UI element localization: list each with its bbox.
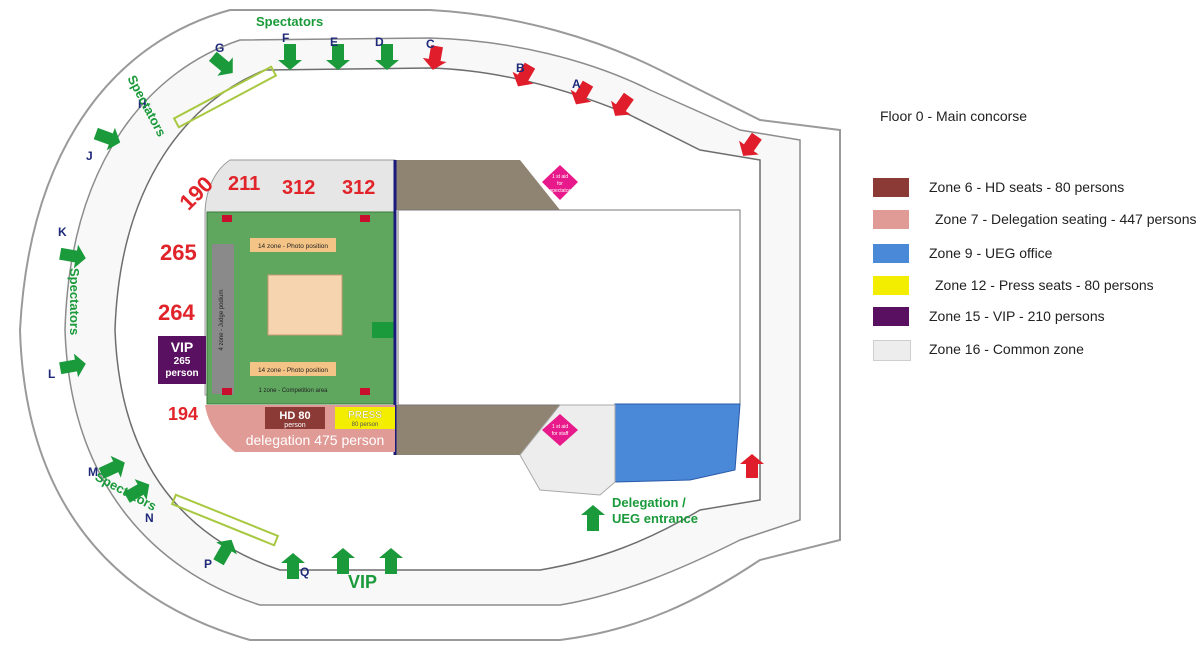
camera-icon <box>222 215 370 395</box>
judge-label: 4 zone - Judge podium <box>219 289 225 350</box>
delegation-entrance-line2: UEG entrance <box>612 511 698 526</box>
legend-swatch <box>873 244 909 263</box>
legend-label: Zone 12 - Press seats - 80 persons <box>935 277 1154 293</box>
entrance-E: E <box>330 35 338 49</box>
entrance-N: N <box>145 511 154 525</box>
red-arrows <box>422 45 764 478</box>
hd-sub: person <box>284 422 306 429</box>
press-sub: 80 person <box>352 422 379 428</box>
legend-label: Zone 7 - Delegation seating - 447 person… <box>935 211 1197 227</box>
barrier-bottom <box>170 493 280 547</box>
hd-box <box>265 407 325 429</box>
section-265: 265 <box>160 240 197 265</box>
delegation-label: delegation 475 person <box>246 432 385 448</box>
hd-title: HD 80 <box>279 410 310 422</box>
section-264: 264 <box>158 300 195 325</box>
first-aid-spectator-line1: 1 st aid <box>552 174 568 180</box>
legend-label: Zone 16 - Common zone <box>929 341 1084 357</box>
legend-item-zone15: Zone 15 - VIP - 210 persons <box>873 307 1200 327</box>
barrier-top <box>172 65 278 129</box>
section-211: 211 <box>228 173 260 195</box>
floor-mat <box>267 274 343 336</box>
entrance-A: A <box>572 77 581 91</box>
vip-box <box>158 336 206 384</box>
photo-position-label-top: 14 zone - Photo position <box>258 243 328 250</box>
common-zone <box>519 404 616 496</box>
section-194: 194 <box>168 404 198 424</box>
section-312-a: 312 <box>282 177 315 199</box>
legend-swatch <box>873 340 911 361</box>
press-title: PRESS <box>348 410 382 421</box>
entrance-D: D <box>375 35 384 49</box>
vip-entrance-label: VIP <box>348 572 377 592</box>
entrance-F: F <box>282 31 289 45</box>
entrance-H: H <box>138 97 147 111</box>
spectators-left: Spectators <box>67 268 82 335</box>
section-312-b: 312 <box>342 177 375 199</box>
entrance-M: M <box>88 465 98 479</box>
legend-item-zone16: Zone 16 - Common zone <box>873 340 1200 361</box>
photo-position-top <box>250 238 336 252</box>
open-floor <box>397 209 741 406</box>
entrance-P: P <box>204 557 212 571</box>
first-aid-staff-icon <box>542 414 578 446</box>
entrance-Q: Q <box>300 565 309 579</box>
first-aid-spectator-line3: spectator <box>550 188 571 194</box>
legend-swatch <box>873 178 909 197</box>
tribune-bottom <box>395 405 560 455</box>
entrance-G: G <box>215 41 224 55</box>
ueg-office <box>614 403 741 483</box>
vip-title: VIP <box>171 339 194 355</box>
spectators-top: Spectators <box>256 14 323 29</box>
legend-swatch <box>873 210 909 229</box>
entrance-J: J <box>86 149 93 163</box>
entrance-letters: A B C D E F G H J K L M N P Q <box>48 31 581 579</box>
green-arrows <box>59 44 605 579</box>
legend-label: Zone 6 - HD seats - 80 persons <box>929 179 1125 195</box>
legend-title: Floor 0 - Main concorse <box>880 108 1028 124</box>
legend: Floor 0 - Main concorse Zone 6 - HD seat… <box>864 0 1200 652</box>
entrance-K: K <box>58 225 67 239</box>
legend-label: Zone 9 - UEG office <box>929 245 1053 261</box>
vip-line1: 265 <box>174 356 191 367</box>
photo-position-label-bottom: 14 zone - Photo position <box>258 367 328 374</box>
photo-position-bottom <box>250 362 336 376</box>
legend-item-zone7: Zone 7 - Delegation seating - 447 person… <box>873 210 1200 230</box>
competition-label: 1 zone - Competition area <box>258 388 328 394</box>
entrance-L: L <box>48 367 55 381</box>
delegation-entrance-line1: Delegation / <box>612 495 686 510</box>
first-aid-spectator-line2: for <box>557 181 563 187</box>
arena-floor-plan: 4 zone - Judge podium 14 zone - Photo po… <box>18 9 841 641</box>
first-aid-staff-line1: 1 st aid <box>552 424 568 430</box>
legend-swatch <box>873 276 909 295</box>
entrance-B: B <box>516 61 525 75</box>
legend-item-zone9: Zone 9 - UEG office <box>873 244 1200 264</box>
judge-podium <box>212 244 234 394</box>
legend-label: Zone 15 - VIP - 210 persons <box>929 308 1105 324</box>
legend-swatch <box>873 307 909 326</box>
green-marker <box>372 322 394 338</box>
legend-item-zone6: Zone 6 - HD seats - 80 persons <box>873 178 1200 198</box>
entrance-C: C <box>426 37 435 51</box>
first-aid-staff-line2: for staff <box>552 431 569 437</box>
press-box <box>335 407 395 429</box>
tribune-top <box>395 160 560 210</box>
legend-item-zone12: Zone 12 - Press seats - 80 persons <box>873 276 1200 296</box>
first-aid-spectator-icon <box>542 165 578 200</box>
vip-line2: person <box>165 368 198 379</box>
